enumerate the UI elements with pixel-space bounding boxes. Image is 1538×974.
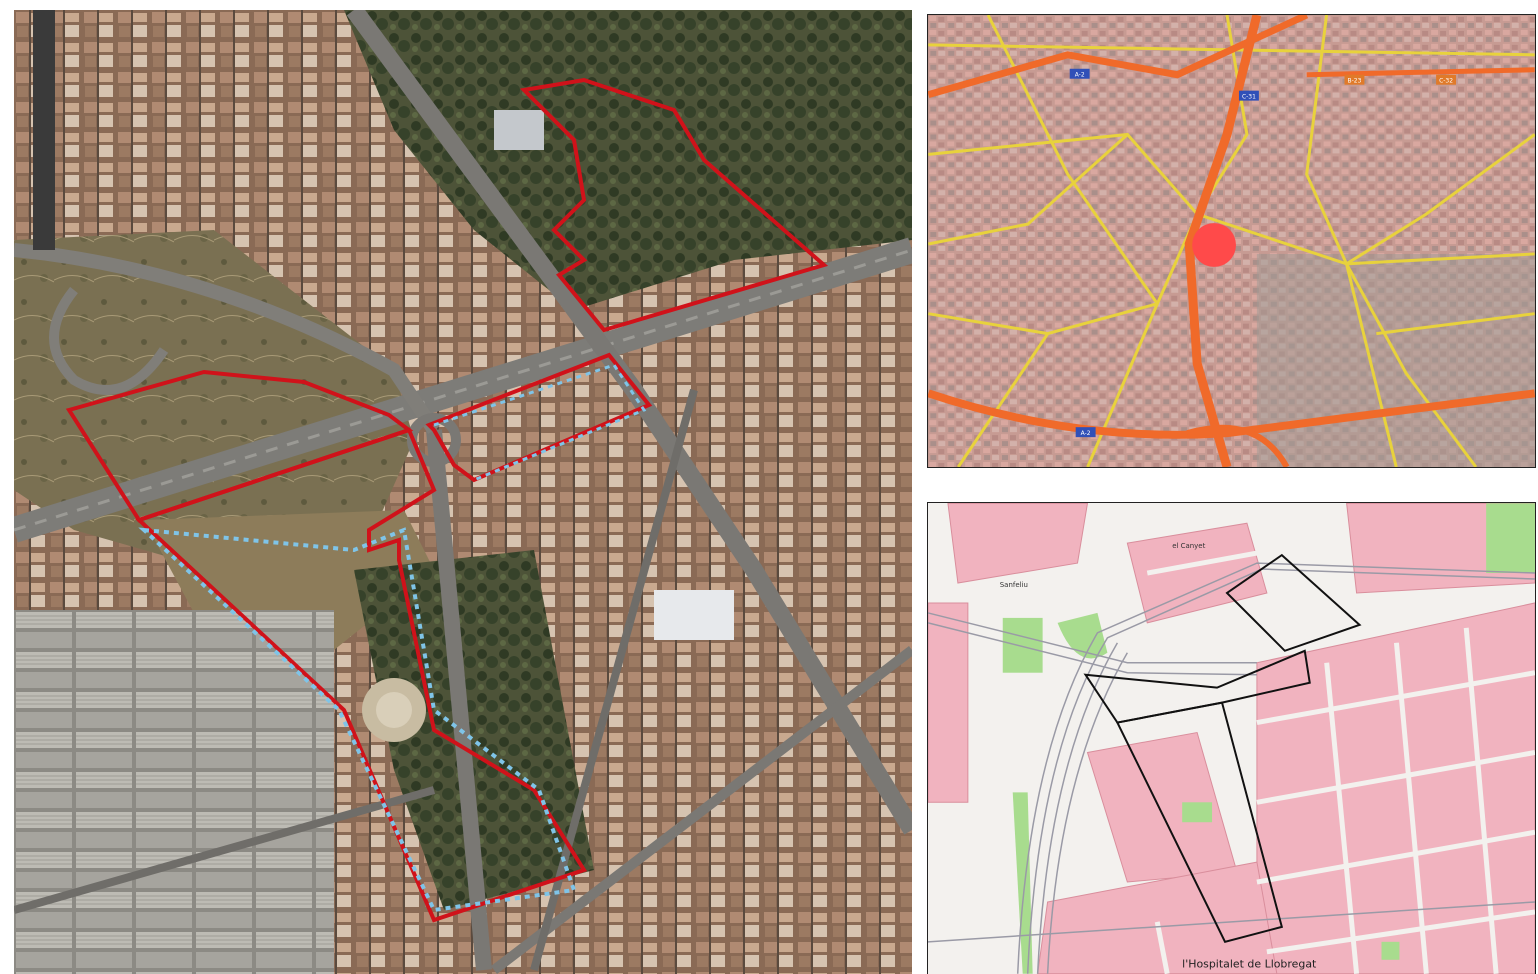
plan-label-city: l'Hospitalet de Llobregat bbox=[1182, 958, 1317, 971]
blue-dotted-boundary bbox=[138, 527, 577, 913]
overview-location-map: A-2 C-31 B-23 C-32 A-2 bbox=[927, 14, 1536, 468]
overview-map-canvas: A-2 C-31 B-23 C-32 A-2 bbox=[928, 15, 1535, 467]
red-boundary-south bbox=[135, 427, 588, 923]
road-sign-label: A-2 bbox=[1075, 72, 1085, 79]
location-marker-dot bbox=[1192, 223, 1236, 267]
plan-label-sanfeliu: Sanfeliu bbox=[1000, 581, 1028, 589]
plan-label-el-canyet: el Canyet bbox=[1172, 542, 1205, 550]
aerial-photo-map bbox=[14, 10, 912, 974]
aerial-photo-canvas bbox=[14, 10, 912, 974]
plan-boundary-north bbox=[1225, 553, 1362, 652]
road-sign-label: B-23 bbox=[1348, 78, 1362, 85]
road-sign-label: C-31 bbox=[1242, 94, 1256, 101]
plan-map-canvas: el Canyet Sanfeliu l'Hospitalet de Llobr… bbox=[928, 503, 1535, 974]
red-boundary-north bbox=[519, 77, 829, 333]
plan-boundary-south bbox=[1115, 701, 1284, 944]
urban-plan-map: el Canyet Sanfeliu l'Hospitalet de Llobr… bbox=[927, 502, 1536, 974]
red-boundary-east bbox=[425, 352, 653, 483]
road-sign-label: A-2 bbox=[1081, 430, 1091, 437]
road-sign-label: C-32 bbox=[1439, 78, 1453, 85]
